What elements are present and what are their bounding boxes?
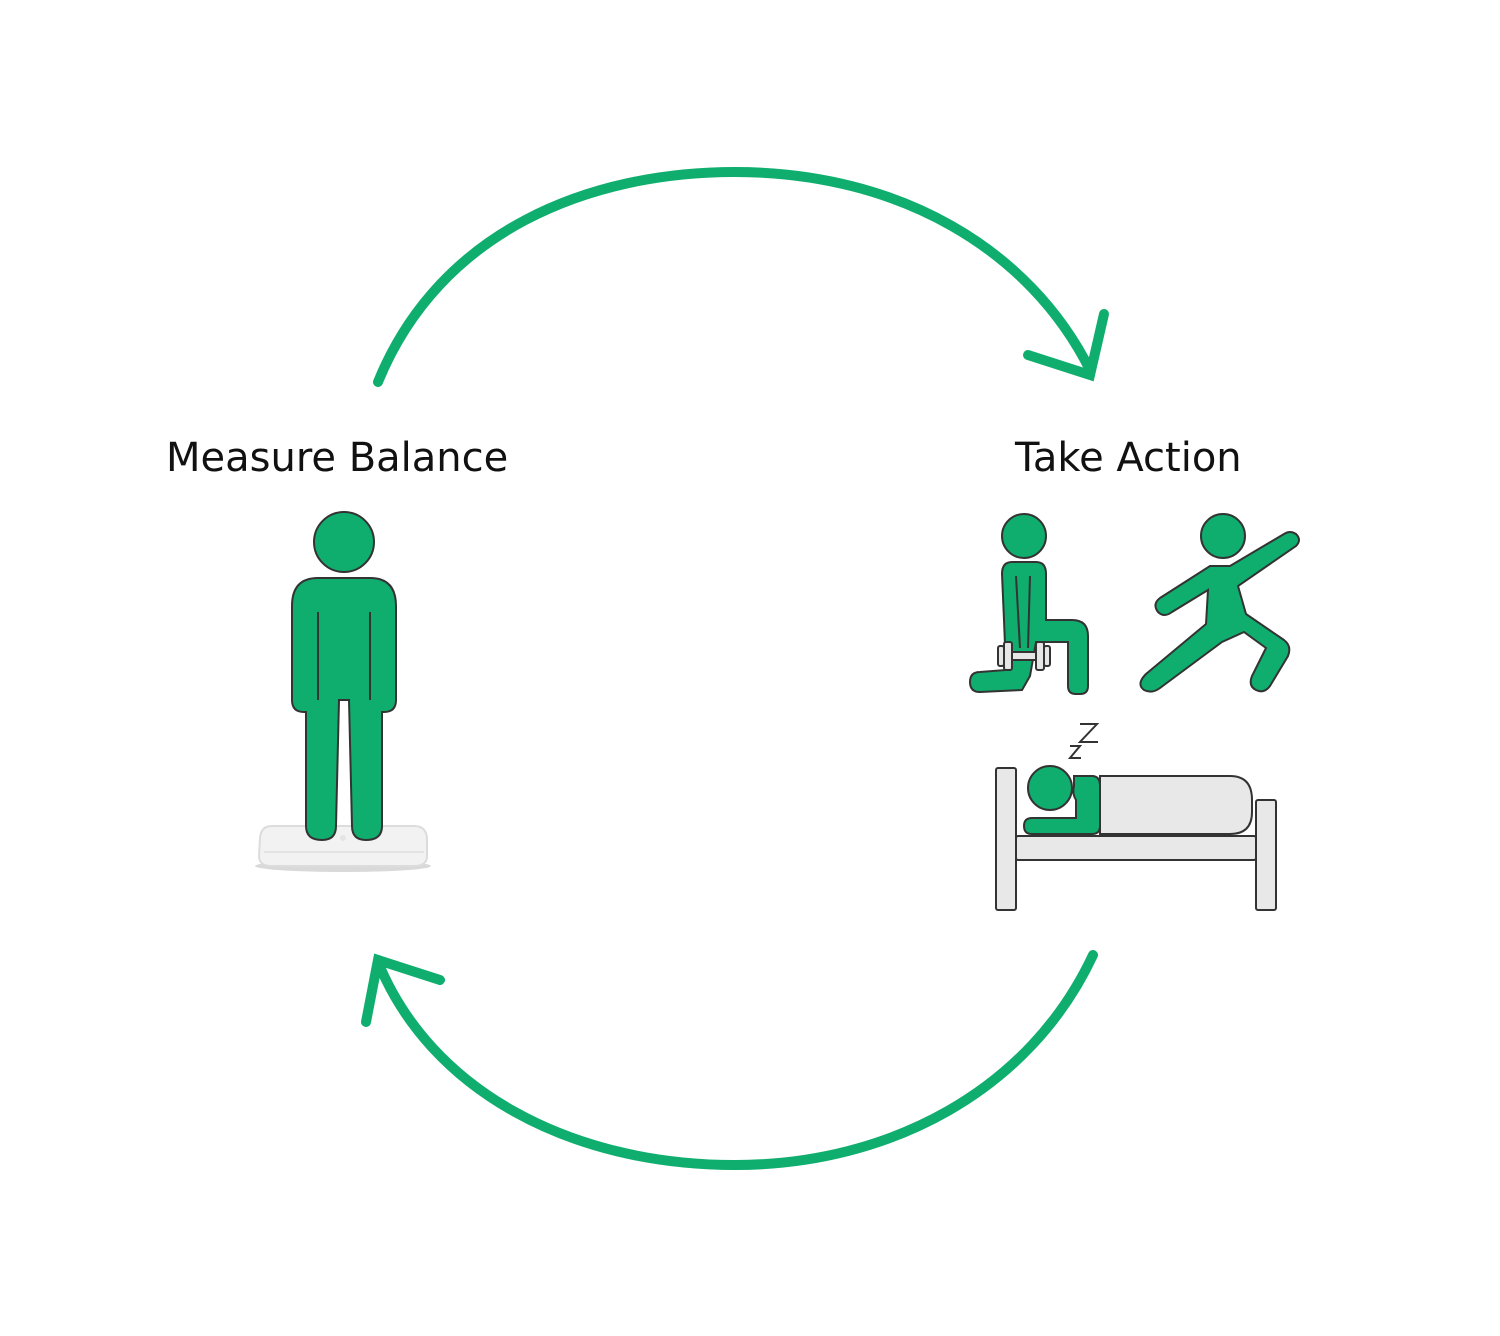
top-arrow-icon [373, 166, 1109, 387]
take-action-label: Take Action [1015, 435, 1242, 481]
sleep-z-icon [1067, 723, 1100, 759]
sleeping-person-icon [1022, 765, 1101, 835]
bed-icon [995, 767, 1277, 911]
scale-icon [255, 825, 431, 872]
bottom-arrow-icon [361, 950, 1098, 1171]
stretch-lunge-icon [1139, 513, 1300, 693]
standing-person-icon [291, 511, 397, 842]
measure-balance-label: Measure Balance [166, 435, 509, 481]
lunge-dumbbell-icon [968, 513, 1089, 695]
